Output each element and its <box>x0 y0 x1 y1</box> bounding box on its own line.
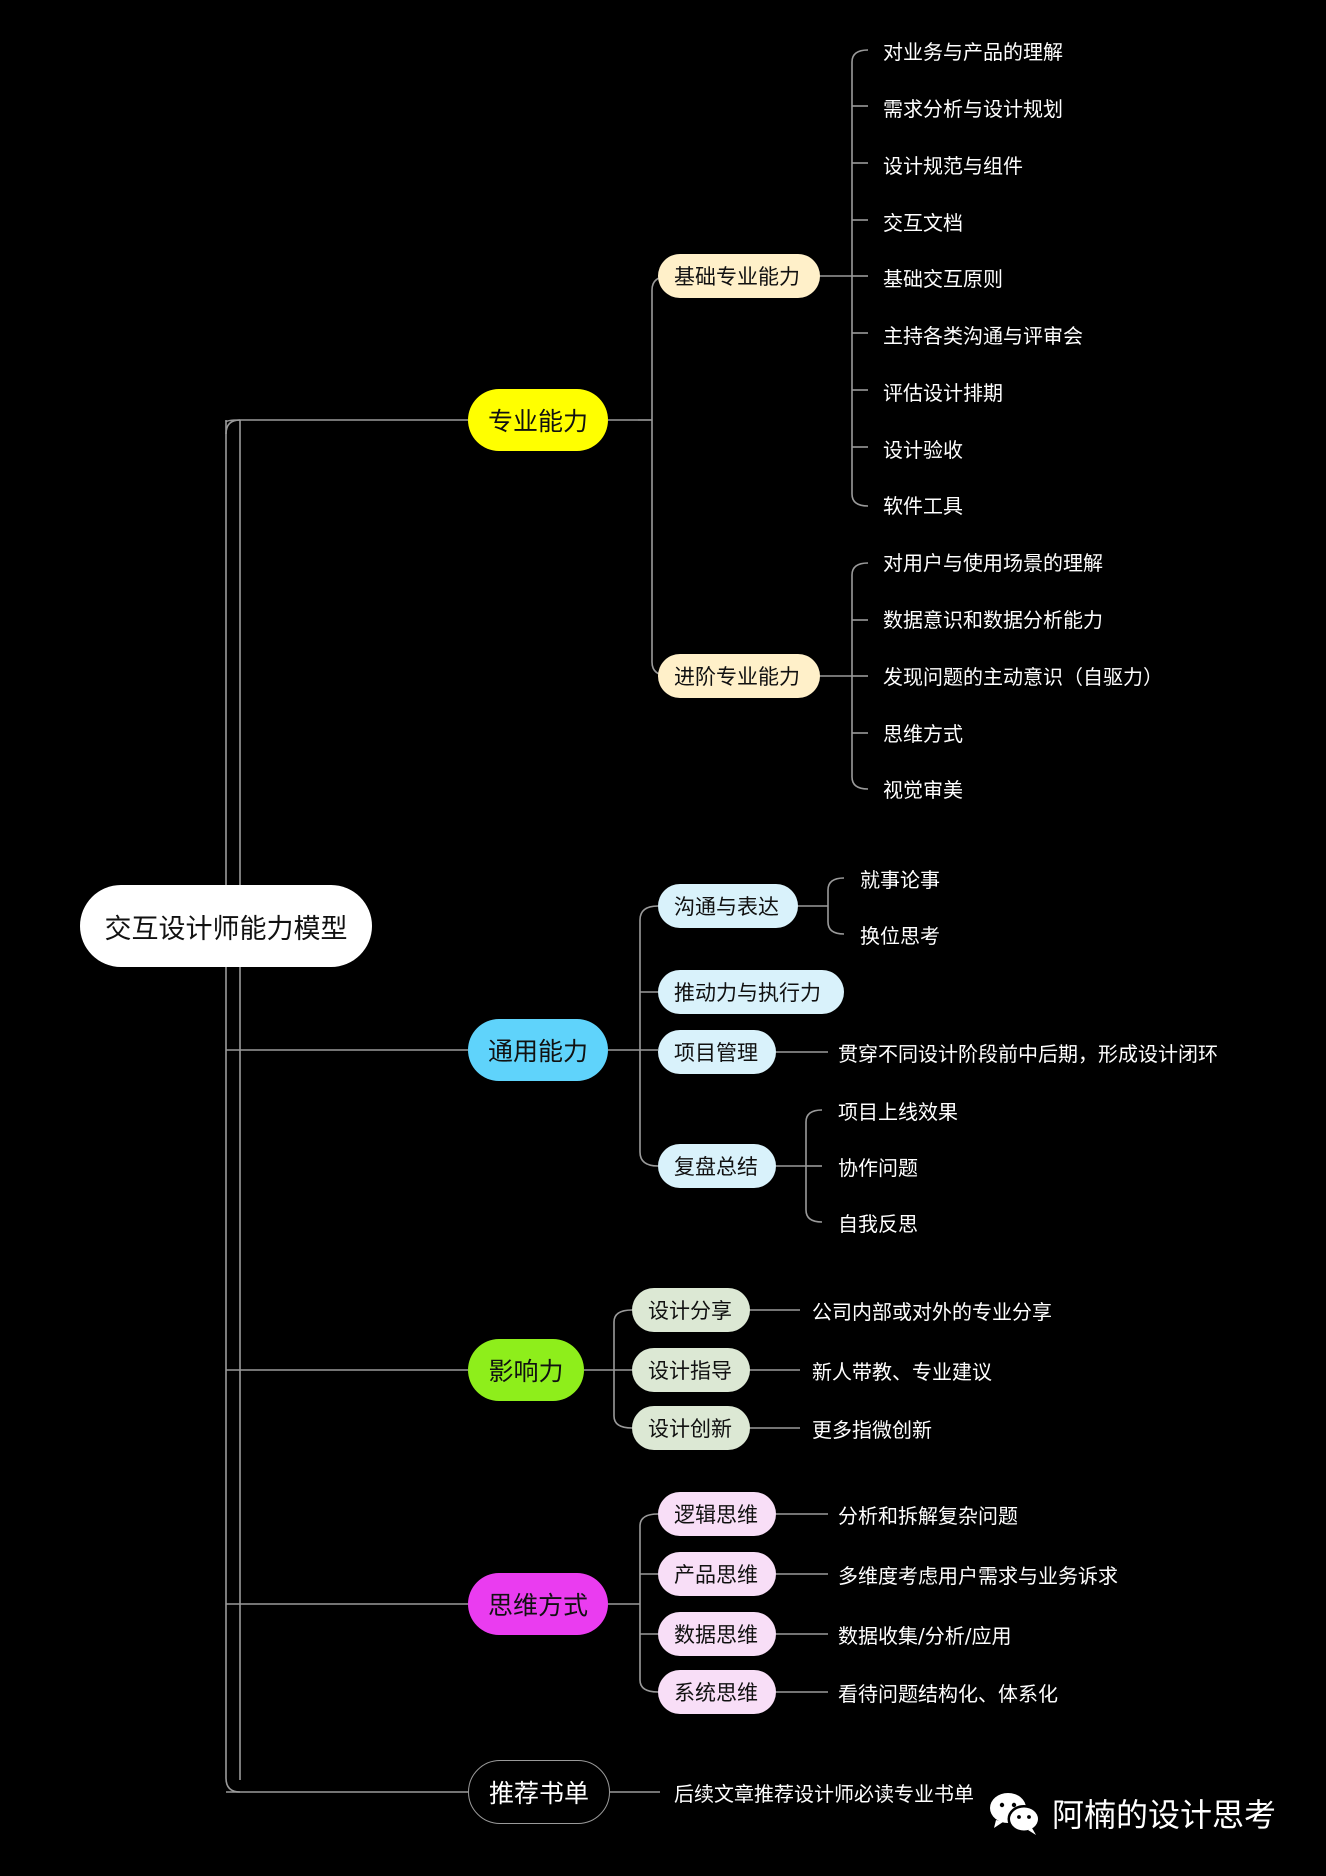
sub-execution[interactable]: 推动力与执行力 <box>658 970 844 1014</box>
wechat-icon <box>990 1793 1041 1835</box>
leaf-item: 换位思考 <box>860 924 940 948</box>
leaf-item: 对业务与产品的理解 <box>883 40 1063 64</box>
leaf-item: 更多指微创新 <box>812 1418 932 1442</box>
sub-system-thinking[interactable]: 系统思维 <box>658 1670 776 1714</box>
sub-design-innovate[interactable]: 设计创新 <box>632 1406 750 1450</box>
leaf-item: 贯穿不同设计阶段前中后期，形成设计闭环 <box>838 1042 1218 1066</box>
branch-influence[interactable]: 影响力 <box>468 1339 584 1401</box>
leaf-item: 基础交互原则 <box>883 267 1003 291</box>
leaf-item: 设计规范与组件 <box>883 154 1023 178</box>
branch-general[interactable]: 通用能力 <box>468 1019 608 1081</box>
sub-logic-thinking[interactable]: 逻辑思维 <box>658 1492 776 1536</box>
leaf-item: 后续文章推荐设计师必读专业书单 <box>674 1782 974 1806</box>
leaf-item: 发现问题的主动意识（自驱力） <box>883 665 1163 689</box>
sub-product-thinking[interactable]: 产品思维 <box>658 1552 776 1596</box>
sub-data-thinking[interactable]: 数据思维 <box>658 1612 776 1656</box>
leaf-item: 主持各类沟通与评审会 <box>883 324 1083 348</box>
leaf-item: 看待问题结构化、体系化 <box>838 1682 1058 1706</box>
leaf-item: 需求分析与设计规划 <box>883 97 1063 121</box>
leaf-item: 视觉审美 <box>883 778 963 802</box>
branch-books[interactable]: 推荐书单 <box>468 1760 610 1824</box>
leaf-item: 协作问题 <box>838 1156 918 1180</box>
sub-advanced-professional[interactable]: 进阶专业能力 <box>658 654 820 698</box>
leaf-item: 思维方式 <box>883 722 963 746</box>
leaf-item: 对用户与使用场景的理解 <box>883 551 1103 575</box>
leaf-item: 软件工具 <box>883 494 963 518</box>
leaf-item: 数据收集/分析/应用 <box>838 1624 1012 1648</box>
sub-design-guide[interactable]: 设计指导 <box>632 1348 750 1392</box>
leaf-item: 分析和拆解复杂问题 <box>838 1504 1018 1528</box>
watermark-text: 阿楠的设计思考 <box>1052 1796 1277 1834</box>
leaf-item: 公司内部或对外的专业分享 <box>812 1300 1052 1324</box>
sub-communication[interactable]: 沟通与表达 <box>658 884 798 928</box>
sub-design-share[interactable]: 设计分享 <box>632 1288 750 1332</box>
leaf-item: 项目上线效果 <box>838 1100 958 1124</box>
leaf-item: 就事论事 <box>860 868 940 892</box>
leaf-item: 自我反思 <box>838 1212 918 1236</box>
sub-review[interactable]: 复盘总结 <box>658 1144 776 1188</box>
leaf-item: 数据意识和数据分析能力 <box>883 608 1103 632</box>
leaf-item: 新人带教、专业建议 <box>812 1360 992 1384</box>
leaf-item: 交互文档 <box>883 211 963 235</box>
branch-professional[interactable]: 专业能力 <box>468 389 608 451</box>
branch-thinking[interactable]: 思维方式 <box>468 1573 608 1635</box>
sub-project-management[interactable]: 项目管理 <box>658 1030 776 1074</box>
leaf-item: 评估设计排期 <box>883 381 1003 405</box>
watermark: 阿楠的设计思考 <box>988 1790 1276 1836</box>
leaf-item: 设计验收 <box>883 438 963 462</box>
leaf-item: 多维度考虑用户需求与业务诉求 <box>838 1564 1118 1588</box>
sub-basic-professional[interactable]: 基础专业能力 <box>658 254 820 298</box>
root-node[interactable]: 交互设计师能力模型 <box>80 885 372 967</box>
